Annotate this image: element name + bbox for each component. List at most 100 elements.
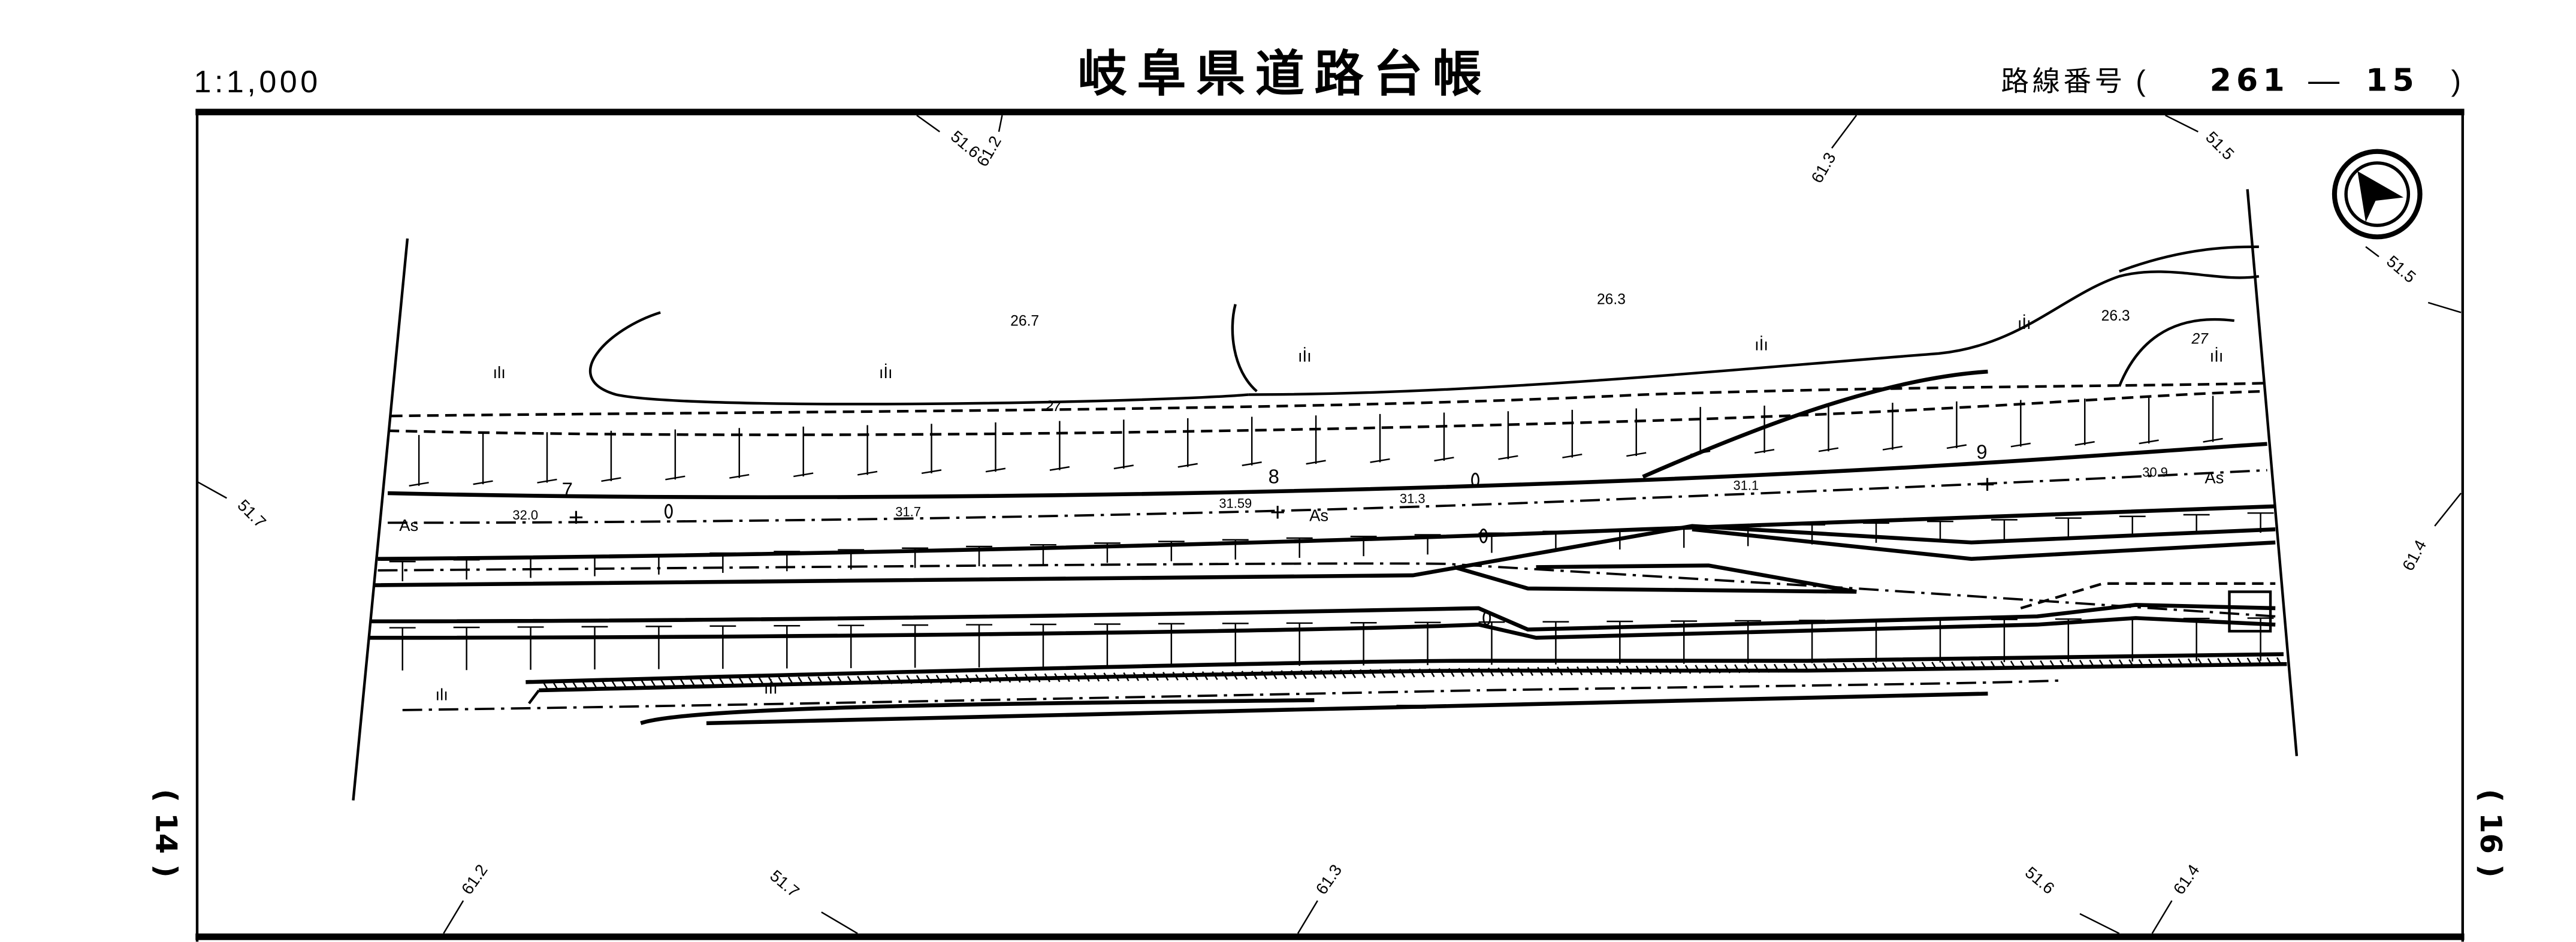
slope-tick [1409,668,1415,678]
slope-tick [1434,457,1454,462]
next-page-number: ( 16 ) [2474,789,2508,878]
svg-text:26.3: 26.3 [2101,308,2130,324]
slope-tick [2010,660,2017,670]
slope-tick [1946,444,1967,449]
slope-tick [886,675,893,685]
slope-tick [1862,662,1869,672]
slope-tick [1221,671,1228,680]
slope-tick [2197,658,2204,668]
slope-tick [2074,441,2095,446]
slope-tick [2227,657,2234,667]
slope-tick [2128,659,2135,668]
slope-tick [748,677,755,687]
slope-tick [1054,673,1061,683]
slope-tick [551,680,558,689]
slope-tick [610,679,617,689]
slope-tick [2138,659,2145,668]
slope-tick [1360,669,1366,678]
slope-tick [857,470,878,476]
slope-tick [946,674,952,684]
slope-tick [1517,667,1524,677]
slope-tick [1083,672,1090,682]
slope-tick [1734,664,1741,674]
svg-text:8: 8 [1269,466,1279,488]
slope-tick [1093,672,1100,682]
slope-tick [935,674,943,684]
slope-tick [1103,672,1110,682]
slope-tick [1389,669,1396,678]
slope-tick [1487,667,1494,677]
slope-tick [409,482,429,487]
slope-tick [758,677,765,686]
svg-text:(: ( [2136,64,2146,97]
svg-text:ıİı: ıİı [1298,347,1312,366]
slope-tick [590,679,597,689]
slope-tick [1310,669,1317,679]
slope-tick [1498,455,1518,460]
slope-tick [1724,664,1731,674]
slope-tick [537,478,557,484]
slope-tick [2266,657,2273,666]
slope-tick [2237,657,2243,667]
slope-tick [2187,658,2194,668]
slope-tick [1044,673,1051,683]
slope-tick [1192,671,1198,681]
slope-tick [2246,657,2253,667]
slope-tick [1961,661,1967,671]
slope-tick [1754,664,1760,674]
slope-tick [2040,660,2046,669]
slope-tick [1143,672,1149,681]
slope-tick [2098,659,2106,669]
slope-tick [699,678,706,687]
slope-tick [995,674,1001,683]
slope-tick [729,473,750,479]
slope-tick [1133,672,1140,681]
slope-tick [1626,452,1647,457]
slope-tick [778,677,784,686]
slope-tick [680,678,686,687]
slope-tick [1438,668,1445,677]
slope-tick [1241,671,1248,680]
slope-tick [916,675,923,684]
slope-tick [1290,670,1297,680]
sheet-boundary-left [352,238,409,801]
slope-tick [2178,658,2184,668]
slope-tick [1113,672,1120,682]
slope-tick [729,677,735,687]
slope-tick [926,675,932,684]
slope-tick [473,480,493,485]
svg-text:As: As [1309,506,1328,525]
slope-tick [1901,662,1908,671]
slope-tick [1655,665,1662,675]
slope-tick [847,675,854,685]
slope-tick [1970,661,1977,671]
svg-text:51.7: 51.7 [234,496,270,532]
sheet-boundary-right [2246,189,2299,756]
svg-text:ılı: ılı [436,685,448,704]
slope-tick [2276,657,2283,666]
svg-text:61.3: 61.3 [1807,149,1840,186]
slope-tick [1793,663,1800,673]
slope-tick [1177,463,1198,468]
slope-tick [2089,659,2095,669]
slope-tick [1852,662,1859,672]
svg-text:51.5: 51.5 [2383,252,2420,286]
slope-tick [601,477,621,482]
prev-page-number: ( 14 ) [149,789,183,878]
slope-tick [689,678,696,687]
slope-tick [2158,659,2164,668]
grid-labels: 51.6 61.2 61.3 51.5 51.5 61.4 51.7 61.2 … [197,114,2462,934]
road-elevations: 32.0 31.7 31.59 31.3 31.1 30.9 [512,465,2167,523]
slope-tick [1823,663,1829,672]
svg-text:27: 27 [2191,331,2209,348]
slope-tick [1911,662,1918,671]
slope-tick [2059,660,2066,669]
slope-tick [665,475,685,481]
svg-text:26.3: 26.3 [1597,292,1626,308]
slope-tick [2148,659,2155,668]
slope-tick [1921,662,1928,671]
slope-tick [1330,669,1337,679]
slope-tick [1783,663,1790,673]
slope-tick [1566,666,1573,676]
slope-tick [1626,665,1632,675]
